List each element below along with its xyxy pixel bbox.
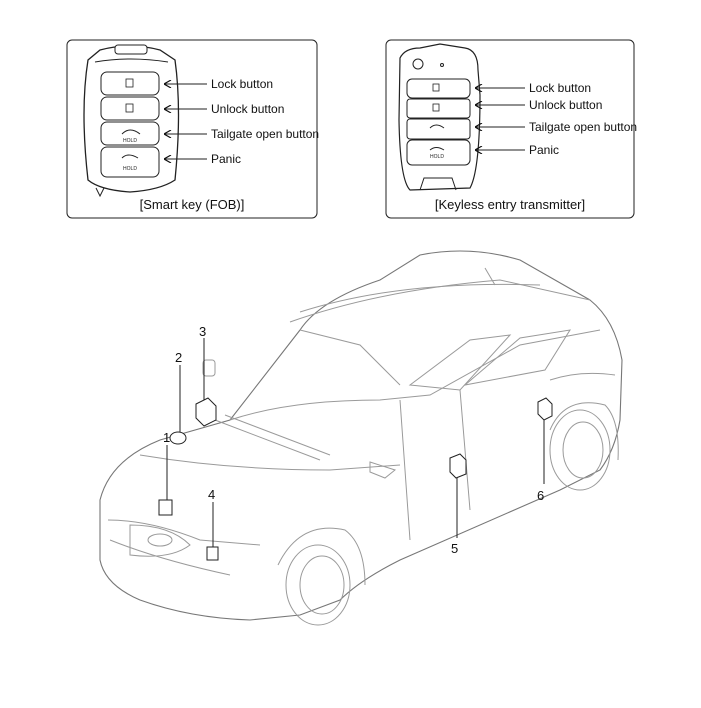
smart-key-panic-label: Panic — [211, 152, 241, 166]
hold-mark: HOLD — [123, 166, 137, 172]
smart-key-lock-label: Lock button — [211, 77, 273, 91]
keyless-lock-label: Lock button — [529, 81, 591, 95]
callout-2: 2 — [169, 350, 187, 445]
callout-number: 6 — [537, 488, 544, 503]
keyless-transmitter-panel: HOLD Lock button Unlock button Tailgate … — [385, 39, 637, 219]
lock-icon — [432, 83, 440, 92]
tailgate-icon — [429, 124, 445, 129]
smart-key-fob-illustration: HOLD HOLD — [83, 44, 180, 198]
hold-mark: HOLD — [123, 138, 137, 144]
callout-number: 5 — [451, 541, 458, 556]
vehicle-illustration — [99, 250, 623, 626]
smart-key-unlock-label: Unlock button — [211, 102, 284, 116]
callout-4: 4 — [206, 487, 219, 561]
panic-icon — [429, 147, 445, 151]
hold-mark: HOLD — [430, 154, 444, 160]
unlock-icon — [432, 103, 440, 112]
keyless-panic-label: Panic — [529, 143, 559, 157]
callout-number: 3 — [199, 324, 206, 339]
keyless-transmitter-illustration: HOLD — [398, 43, 481, 191]
smart-key-caption: [Smart key (FOB)] — [140, 197, 245, 212]
callout-number: 1 — [163, 430, 170, 445]
tailgate-icon — [121, 129, 141, 135]
smart-key-tailgate-label: Tailgate open button — [211, 127, 319, 141]
callout-1: 1 — [158, 430, 173, 516]
smart-key-leaders — [165, 84, 207, 159]
panic-icon — [121, 154, 139, 159]
callout-5: 5 — [449, 453, 467, 556]
callout-6: 6 — [537, 397, 553, 503]
keyless-unlock-label: Unlock button — [529, 98, 602, 112]
lock-icon — [125, 78, 134, 88]
unlock-icon — [125, 103, 134, 113]
keyless-leaders — [476, 88, 525, 150]
smart-key-panel: HOLD HOLD Lock button Unlock button Tail… — [66, 39, 319, 219]
callout-3: 3 — [195, 324, 217, 427]
keyless-tailgate-label: Tailgate open button — [529, 120, 637, 134]
callout-number: 4 — [208, 487, 215, 502]
keyless-caption: [Keyless entry transmitter] — [435, 197, 585, 212]
callout-number: 2 — [175, 350, 182, 365]
